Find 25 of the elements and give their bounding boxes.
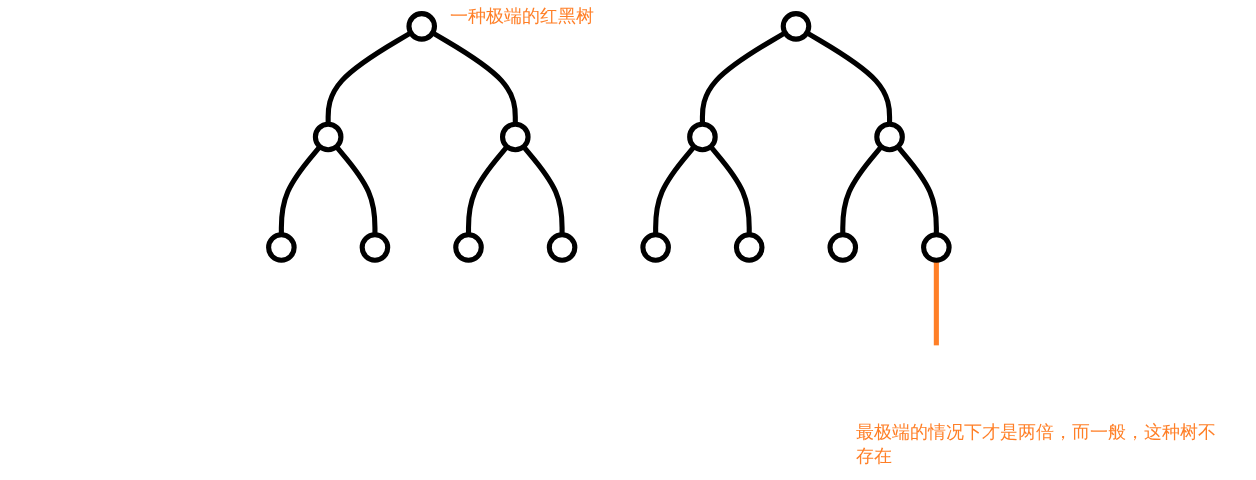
node-circle xyxy=(266,232,297,263)
node-circle xyxy=(780,11,812,42)
node-circle xyxy=(921,232,952,263)
connector xyxy=(465,145,509,235)
connector xyxy=(278,145,322,235)
connector xyxy=(840,145,884,235)
node-caption: 一种极端的红黑树 xyxy=(450,4,594,28)
connector xyxy=(708,145,752,235)
connector xyxy=(933,260,939,346)
node-circle xyxy=(499,121,531,153)
node-circle xyxy=(453,232,484,263)
node-circle xyxy=(312,121,344,153)
connector xyxy=(334,145,378,235)
node-circle xyxy=(546,232,578,263)
node-circle xyxy=(640,232,671,263)
connector xyxy=(895,145,939,235)
node-circle xyxy=(827,232,859,263)
connector xyxy=(653,145,697,235)
node-circle xyxy=(359,232,391,263)
node-circle xyxy=(687,121,718,153)
node-circle xyxy=(733,232,765,263)
note: 最极端的情况下才是两倍，而一般，这种树不存在 xyxy=(856,420,1216,468)
connector xyxy=(521,145,565,235)
node-circle xyxy=(874,121,905,153)
node-circle xyxy=(406,11,438,42)
